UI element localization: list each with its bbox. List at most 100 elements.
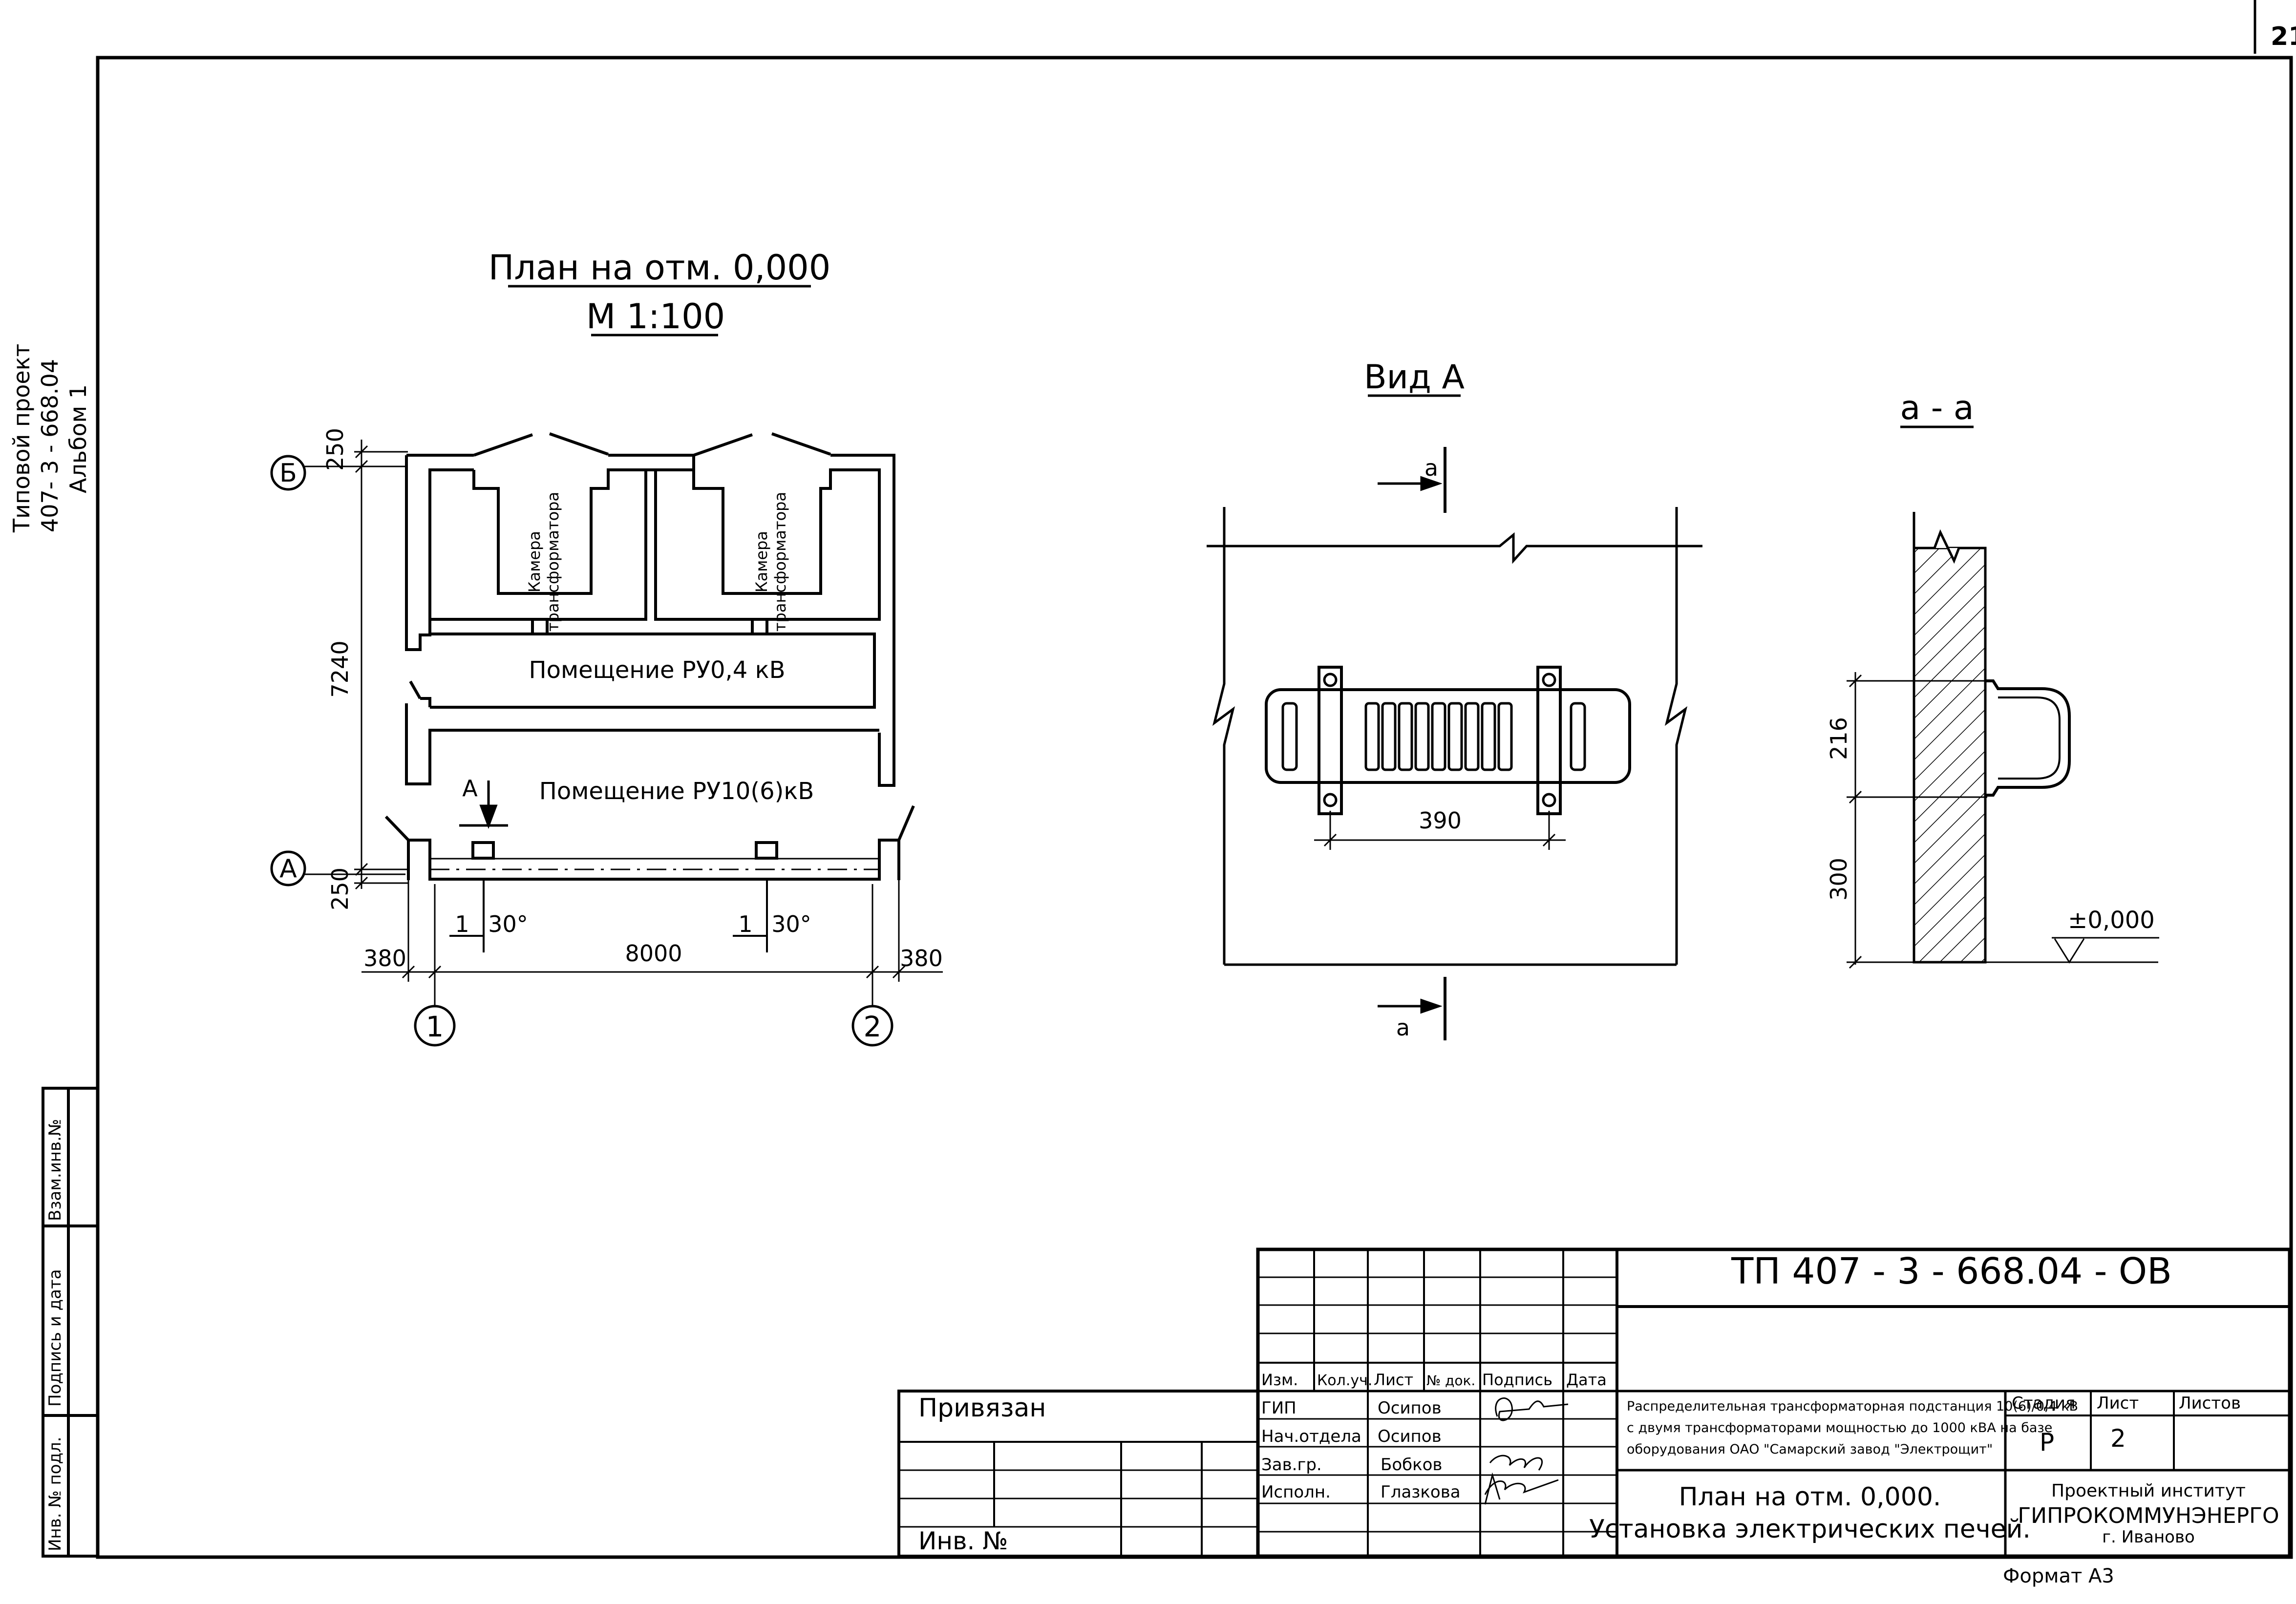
title-block-grid	[1256, 1247, 2292, 1558]
dim-250-bottom-wrap: 250	[327, 867, 353, 910]
dim-216-wrap: 216	[1826, 717, 1852, 760]
plan-horizontal-dims	[361, 879, 943, 982]
chamber-1-label-a: Камера	[525, 531, 544, 592]
section-aa-title: а - а	[1900, 389, 1974, 427]
side-stamp-line-3: Альбом 1	[65, 384, 91, 493]
hdr-list: Лист	[1374, 1371, 1413, 1389]
section-dim-216: 216	[1826, 717, 1852, 760]
desc-line-3: оборудования ОАО "Самарский завод "Элект…	[1627, 1442, 1993, 1457]
slope-30-left: 30°	[488, 911, 528, 937]
binding-label: Привязан	[918, 1393, 1046, 1423]
col-2-wrap: Подпись и дата	[45, 1269, 65, 1407]
dim-380-right: 380	[900, 945, 943, 971]
view-a-dim-390: 390	[1419, 807, 1462, 834]
dim-250-top-wrap: 250	[322, 428, 348, 471]
sheet-title-2: Установка электрических печей.	[1589, 1515, 2031, 1544]
col-podpis-data: Подпись и дата	[45, 1269, 65, 1407]
hdr-kol-uch: Кол.уч.	[1317, 1372, 1372, 1389]
hdr-podpis: Подпись	[1482, 1371, 1552, 1389]
institute-city: г. Иваново	[2102, 1527, 2195, 1547]
axis-b-label: Б	[279, 459, 297, 488]
view-a-marker	[459, 781, 508, 829]
side-stamp-3-wrap: Альбом 1	[65, 384, 91, 493]
sheet-label: Лист	[2097, 1393, 2139, 1413]
slope-1-left: 1	[455, 911, 469, 937]
plan-title: План на отм. 0,000	[489, 248, 831, 288]
dim-380-left: 380	[363, 945, 406, 971]
room-ru10-label: Помещение РУ10(6)кВ	[539, 778, 814, 805]
axis-1-label: 1	[426, 1010, 444, 1043]
section-dim-300: 300	[1826, 858, 1852, 901]
col-1-wrap: Взам.инв.№	[45, 1119, 65, 1221]
side-stamp: Типовой проект	[8, 344, 35, 533]
side-stamp-line-2: 407- 3 - 668.04	[37, 359, 63, 532]
view-a-cut-bottom: а	[1396, 1014, 1410, 1041]
sheet-value: 2	[2110, 1424, 2126, 1453]
desc-line-1: Распределительная трансформаторная подст…	[1627, 1399, 2078, 1414]
page-number-text: 21	[2271, 22, 2296, 51]
stage-label: Стадия	[2012, 1393, 2075, 1413]
section-aa-drawing	[1847, 512, 2159, 969]
format-label: Формат А3	[2003, 1565, 2114, 1587]
room-ru04-label: Помещение РУ0,4 кВ	[529, 656, 785, 684]
plan-building	[384, 432, 915, 881]
institute-line-1: Проектный институт	[2051, 1481, 2246, 1501]
side-stamp-2-wrap: 407- 3 - 668.04	[37, 359, 63, 532]
view-a-title-group: Вид А	[1364, 358, 1465, 397]
role-nach: Нач.отдела	[1261, 1427, 1361, 1446]
chamber-2-label-b: трансформатора	[771, 492, 789, 632]
col-vzam-inv: Взам.инв.№	[45, 1119, 65, 1221]
chamber-2-label-a: Камера	[752, 531, 771, 592]
sheets-label: Листов	[2179, 1393, 2241, 1413]
page-number: 21	[2253, 0, 2296, 54]
stage-value: Р	[2040, 1428, 2054, 1456]
col-inv-podl: Инв. № подл.	[45, 1436, 65, 1551]
hdr-izm: Изм.	[1261, 1371, 1298, 1389]
slope-marks	[449, 879, 768, 952]
section-aa-title-group: а - а	[1900, 389, 1974, 428]
axis-a-label: А	[279, 854, 297, 884]
dim-300-wrap: 300	[1826, 858, 1852, 901]
plan-scale: М 1:100	[586, 296, 725, 337]
name-4: Глазкова	[1381, 1482, 1461, 1502]
plan-vertical-dims	[354, 440, 408, 890]
name-2: Осипов	[1378, 1427, 1442, 1446]
role-ispoln: Исполн.	[1261, 1482, 1331, 1502]
dim-250-top: 250	[322, 428, 348, 471]
hdr-no-dok: № док.	[1426, 1372, 1475, 1389]
chamber-1-label-b: трансформатора	[544, 492, 562, 632]
name-3: Бобков	[1381, 1455, 1442, 1475]
dim-8000: 8000	[625, 940, 682, 967]
chamber-1-label-wrap: Камера трансформатора	[525, 492, 562, 632]
side-stamp-line-1: Типовой проект	[8, 344, 35, 533]
slope-1-right: 1	[738, 911, 752, 937]
view-a-marker-label: А	[462, 775, 478, 802]
binding-block	[897, 1390, 1259, 1558]
dim-7240: 7240	[327, 640, 353, 697]
view-a-drawing	[1207, 447, 1702, 1040]
section-level: ±0,000	[2068, 907, 2155, 934]
axis-a: А	[270, 850, 405, 886]
slope-30-right: 30°	[771, 911, 811, 937]
role-zav: Зав.гр.	[1261, 1455, 1322, 1475]
role-gip: ГИП	[1261, 1398, 1297, 1418]
document-code: ТП 407 - 3 - 668.04 - ОВ	[1731, 1250, 2172, 1292]
desc-line-2: с двумя трансформаторами мощностью до 10…	[1627, 1420, 2052, 1435]
axis-2-label: 2	[864, 1010, 882, 1043]
inv-no-label: Инв. №	[918, 1527, 1008, 1555]
chamber-2-label-wrap: Камера трансформатора	[752, 492, 789, 632]
sheet-title-1: План на отм. 0,000.	[1679, 1482, 1941, 1512]
signatures	[1484, 1397, 1569, 1505]
plan-title-group: План на отм. 0,000 М 1:100	[489, 248, 831, 337]
dim-7240-wrap: 7240	[327, 640, 353, 697]
institute-name: ГИПРОКОММУНЭНЕРГО	[2018, 1503, 2279, 1528]
axis-1: 1	[414, 884, 456, 1047]
view-a-cut-top: а	[1424, 455, 1438, 481]
col-3-wrap: Инв. № подл.	[45, 1436, 65, 1551]
view-a-title: Вид А	[1364, 358, 1465, 397]
name-1: Осипов	[1378, 1398, 1442, 1418]
left-stamp-columns	[42, 1087, 99, 1558]
axis-2: 2	[851, 884, 893, 1047]
dim-250-bottom: 250	[327, 867, 353, 910]
